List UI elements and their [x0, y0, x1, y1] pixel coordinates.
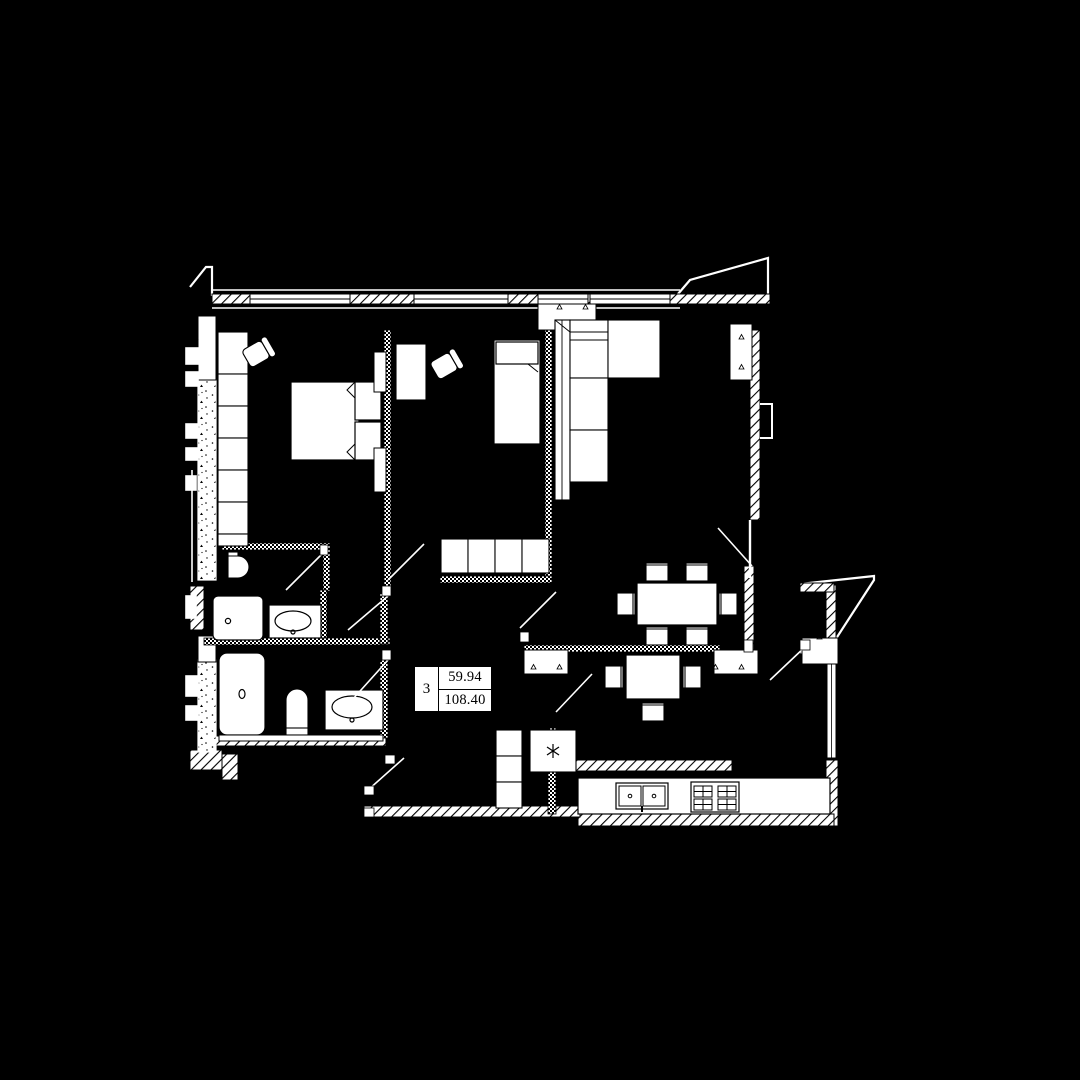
hall-closets	[495, 729, 523, 809]
total-area-value: 108.40	[444, 691, 486, 708]
wall-left-bottom	[189, 749, 223, 771]
room-count: 3	[415, 667, 439, 711]
wall-shelf	[523, 637, 839, 675]
cabinet-row	[440, 538, 550, 574]
utility-room	[529, 729, 577, 773]
bathtub	[218, 652, 266, 736]
dining-table-6	[616, 562, 738, 646]
window	[413, 293, 509, 305]
wall-top-1	[211, 293, 255, 305]
wall-kitchen-upper	[555, 759, 733, 772]
bed-single	[493, 339, 541, 445]
wall-balcony-top	[799, 582, 835, 593]
area-values: 59.94 108.40	[439, 667, 491, 711]
kitchen-counter	[577, 777, 831, 815]
bed-double	[290, 381, 382, 461]
window	[589, 293, 671, 305]
kitchen-sink	[615, 782, 669, 812]
washbasin	[268, 604, 322, 639]
wall-pier-right	[729, 323, 753, 381]
bath-counter	[218, 734, 384, 742]
balcony-left-rail	[185, 347, 199, 721]
wall-left-insulated	[197, 315, 217, 753]
wall-top-5	[667, 293, 771, 305]
wall-bottom-kitchen	[577, 813, 835, 827]
wardrobe-left	[217, 331, 249, 547]
apartment-info-badge: 3 59.94 108.40	[414, 666, 492, 712]
kitchen-stove	[690, 781, 740, 813]
sofa-sectional	[554, 319, 661, 501]
windows-top	[249, 293, 671, 305]
partition-living-bottom	[439, 575, 553, 584]
wall-left-bottom2	[221, 753, 239, 781]
desk-second	[395, 343, 427, 401]
nightstand	[373, 351, 387, 493]
wall-top-2	[347, 293, 417, 305]
window	[249, 293, 351, 305]
wall-right-upper	[749, 329, 761, 521]
shower-tray	[212, 595, 264, 641]
toilet	[285, 688, 309, 736]
door-swings	[285, 527, 807, 791]
window	[537, 293, 589, 305]
balcony-right-glazing	[826, 663, 837, 759]
wall-top-3	[505, 293, 541, 305]
toilet	[227, 551, 250, 579]
wall-bottom-hall	[363, 805, 581, 818]
vent-asterisk-icon	[546, 744, 560, 758]
living-area-value: 59.94	[439, 667, 491, 690]
wall-top-outline	[212, 289, 680, 309]
partition-dining	[523, 644, 721, 653]
wall-niche-right	[760, 403, 773, 439]
door-jambs	[319, 544, 811, 818]
washbasin	[324, 689, 384, 731]
dining-table-4	[604, 654, 702, 722]
